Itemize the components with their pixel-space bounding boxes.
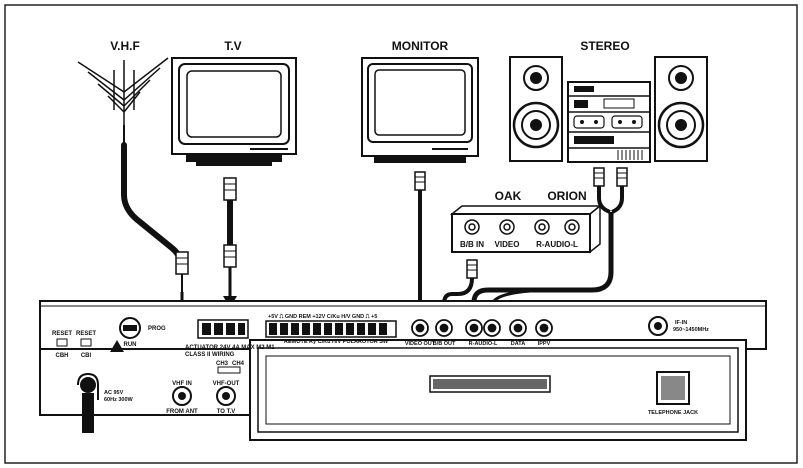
monitor-label: MONITOR [392, 39, 449, 53]
ac-label: AC 95V [104, 390, 124, 396]
video-out-label: VIDEO OUT [405, 341, 436, 347]
terminal-top-labels: +5V ⎍ GND REM +12V C/Ku H/V GND ⎍ +5 [268, 314, 377, 320]
vhf-label: V.H.F [110, 39, 140, 53]
prog-label: PROG [148, 326, 166, 332]
actuator-label: ACTUATOR 24V 4A MAX M2 M1 [185, 345, 275, 351]
monitor-icon [361, 57, 479, 163]
descrambler-box [449, 204, 603, 254]
cbh-label: CBH [56, 353, 69, 359]
descrambler-jack-icon [464, 219, 580, 235]
reset-switch[interactable] [80, 338, 92, 347]
orion-label: ORION [547, 189, 586, 203]
if-in-freq-label: 950~1450MHz [673, 327, 709, 333]
warning-icon [110, 340, 124, 352]
if-in-label: IF-IN [675, 320, 687, 326]
stereo-label: STEREO [580, 39, 629, 53]
vhf-in-label: VHF IN [172, 381, 192, 387]
vhf-antenna-icon [77, 57, 169, 125]
panel-audio-label: R-AUDIO-L [469, 341, 498, 347]
power-cord-icon [77, 372, 99, 433]
diagram-frame [4, 4, 798, 464]
remote-terminal-block[interactable] [265, 320, 397, 338]
oak-label: OAK [495, 189, 522, 203]
monitor-cable [414, 171, 426, 316]
if-in-jack-icon[interactable] [648, 316, 668, 336]
stereo-icon [509, 56, 708, 163]
descrambler-audio-label: R-AUDIO-L [536, 240, 578, 249]
from-ant-label: FROM ANT [166, 409, 198, 415]
vhf-out-label: VHF-OUT [213, 381, 240, 387]
video-label: VIDEO [495, 240, 520, 249]
cbi-label: CBI [81, 353, 92, 359]
ippv-label: IPPV [538, 341, 551, 347]
vhf-in-jack-icon[interactable] [172, 386, 192, 406]
reset-label: RESET [76, 331, 96, 337]
data-label: DATA [511, 341, 525, 347]
run-knob-icon[interactable] [119, 317, 141, 339]
actuator-wiring-label: CLASS II WIRING [185, 352, 235, 358]
reset-label: RESET [52, 331, 72, 337]
ch3-label: CH3 [216, 361, 229, 367]
to-tv-label: TO T.V [217, 409, 236, 415]
bb-in-label: B/B IN [460, 240, 484, 249]
rca-jack-icon[interactable] [411, 319, 553, 337]
terminal-bottom-labels: REMOTE Ry C/Ku H/V POLAROTOR SW [284, 339, 389, 345]
ac-spec-label: 60Hz 300W [104, 397, 134, 403]
tv-icon [171, 57, 297, 166]
run-label: RUN [124, 342, 137, 348]
audio-cable [468, 167, 628, 316]
receiver-panel [39, 300, 767, 441]
ch4-label: CH4 [232, 361, 245, 367]
tv-label: T.V [224, 39, 241, 53]
tv-cable [223, 177, 237, 308]
reset-switch[interactable] [56, 338, 68, 347]
actuator-terminal-block[interactable] [197, 319, 249, 339]
channel-switch[interactable] [217, 366, 241, 374]
telephone-jack-label: TELEPHONE JACK [648, 410, 698, 416]
vhf-out-jack-icon[interactable] [216, 386, 236, 406]
bb-out-label: B/B OUT [433, 341, 456, 347]
